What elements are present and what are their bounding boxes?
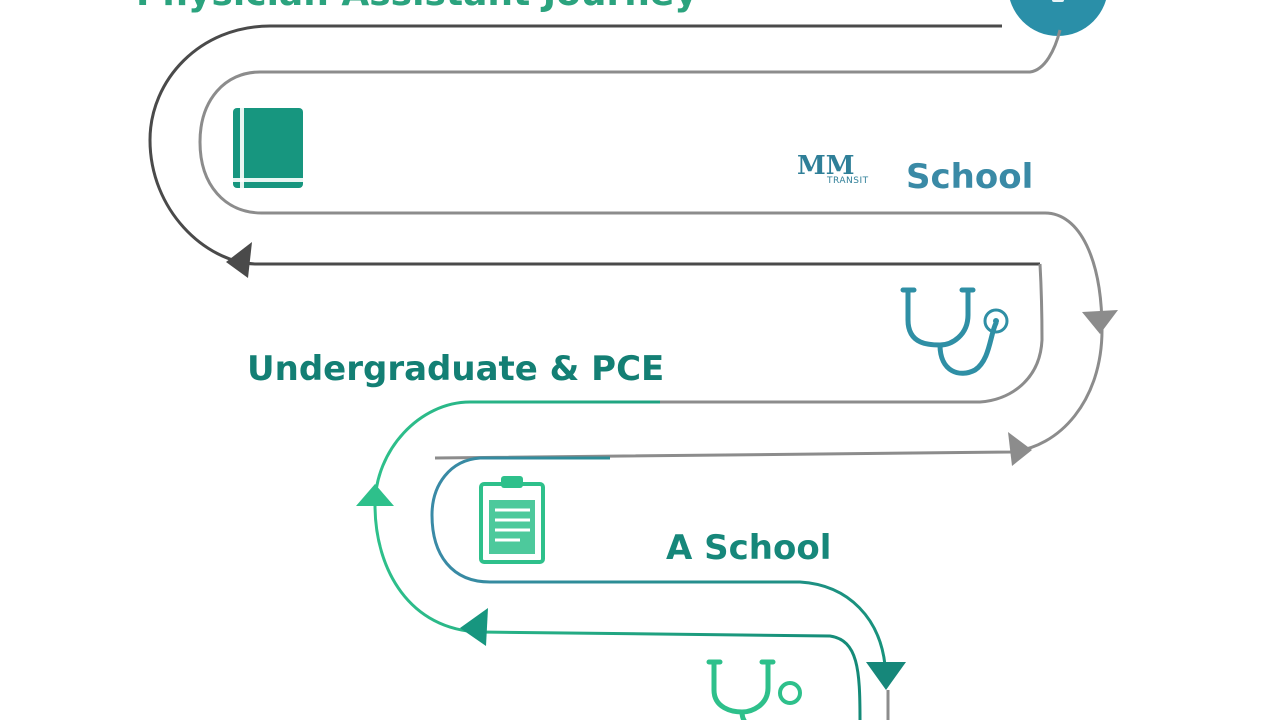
stethoscope-icon [900, 287, 1009, 376]
logo-mark: MM [797, 151, 855, 181]
arrow-down-teal [866, 662, 906, 690]
pa-school-label: A School [666, 528, 832, 568]
page-title: Physician Assistant Journey [136, 0, 698, 12]
step-badge-mark [1052, 0, 1064, 2]
book-icon [233, 108, 303, 188]
path-inner-mid [470, 263, 1044, 404]
school-label: School [906, 157, 1034, 197]
path-inner-top [198, 29, 1062, 215]
arrow-up-green [356, 484, 394, 506]
logo-subtext: TRANSIT [827, 176, 869, 186]
arrow-left-green [460, 608, 488, 646]
path-outer-top [148, 24, 1040, 266]
path-teal-inner [430, 456, 887, 666]
school-logo: MM TRANSIT [797, 153, 901, 191]
clipboard-icon [479, 476, 545, 564]
stethoscope-icon-bottom [706, 659, 802, 720]
undergrad-label: Undergraduate & PCE [247, 349, 665, 389]
arrow-right-mid [1008, 432, 1032, 466]
path-green-outer [373, 400, 862, 720]
arrow-down-right [1082, 310, 1118, 334]
path-right-loop [434, 211, 1104, 460]
step-badge [1010, 0, 1106, 36]
arrow-left-1 [226, 242, 252, 278]
